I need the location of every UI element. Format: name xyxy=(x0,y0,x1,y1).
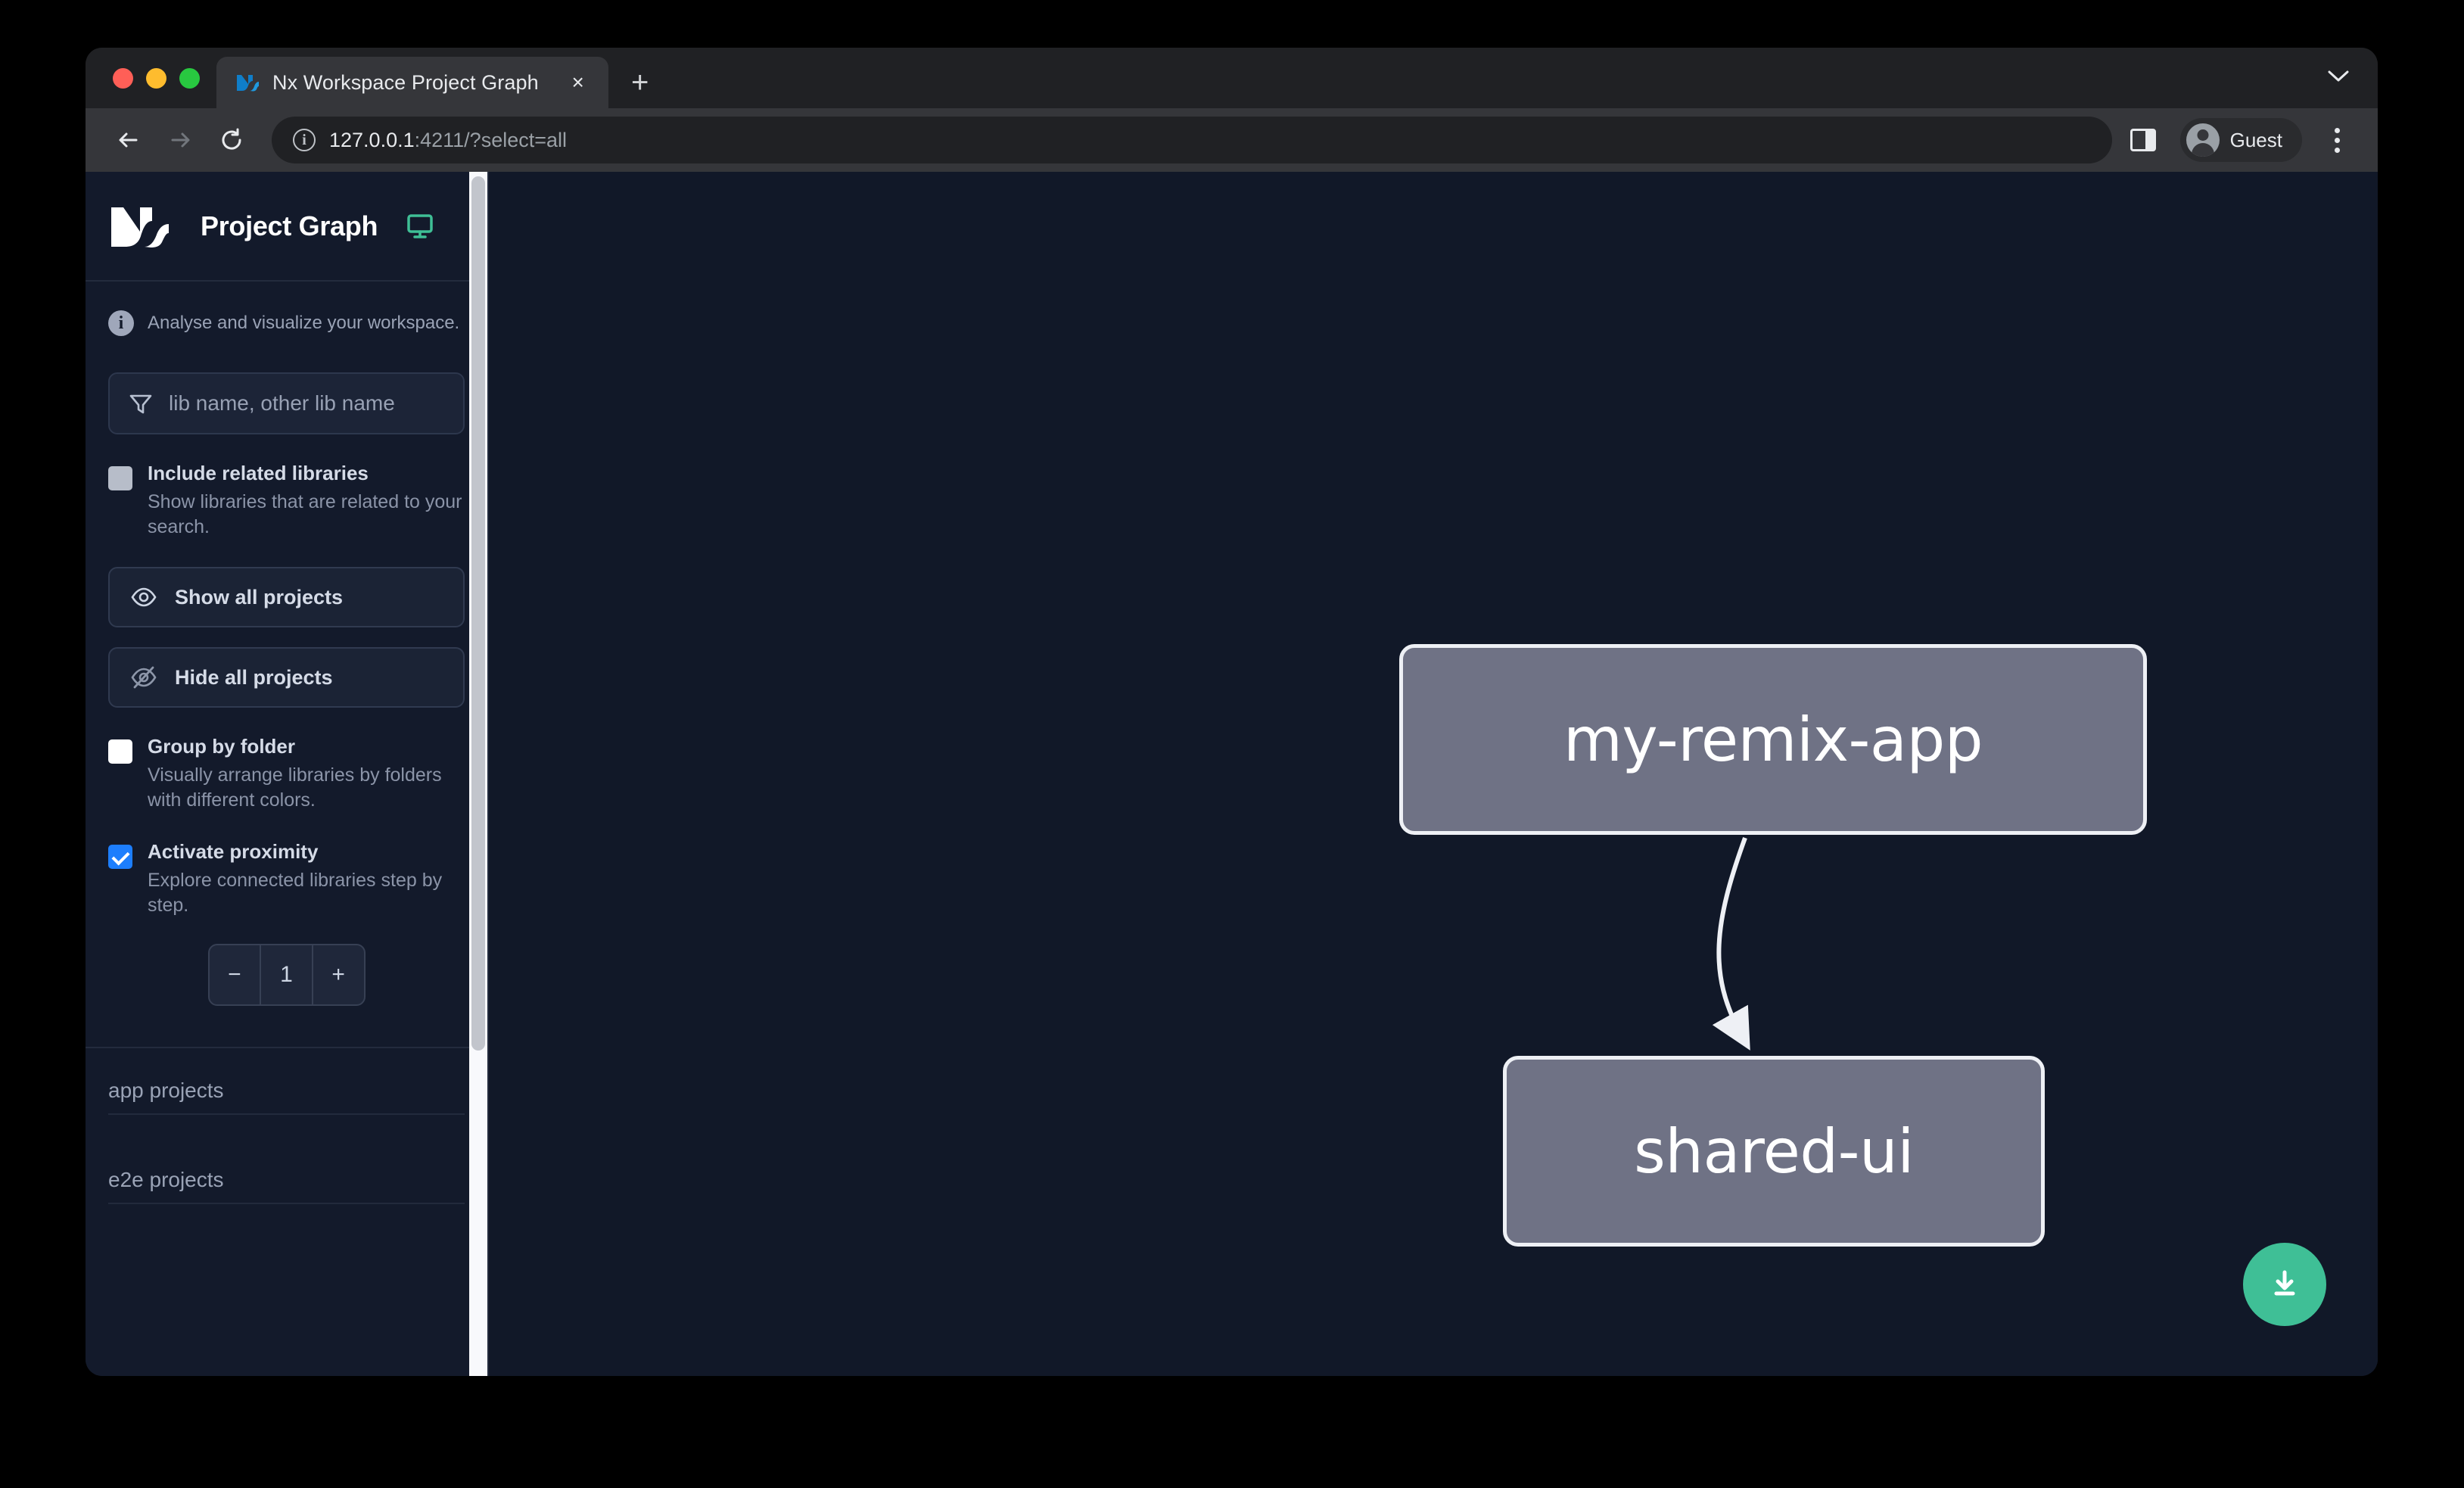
group-by-folder-checkbox[interactable] xyxy=(108,739,132,764)
close-icon[interactable]: × xyxy=(571,70,584,94)
option-label: Include related libraries xyxy=(148,462,369,484)
site-info-icon[interactable]: i xyxy=(293,129,316,151)
eye-icon xyxy=(131,584,157,610)
button-label: Hide all projects xyxy=(175,665,333,689)
project-sections: app projects e2e projects xyxy=(86,1048,487,1204)
reload-icon[interactable] xyxy=(208,117,255,163)
stepper-increment-button[interactable]: + xyxy=(311,945,364,1004)
window-maximize-button[interactable] xyxy=(179,67,200,89)
graph-node-shared-ui[interactable]: shared-ui xyxy=(1503,1056,2045,1247)
profile-button[interactable]: Guest xyxy=(2179,118,2302,162)
option-label: Activate proximity xyxy=(148,840,319,863)
url-path: :4211/?select=all xyxy=(414,128,568,151)
option-include-related-libraries[interactable]: Include related libraries Show libraries… xyxy=(86,462,487,540)
show-all-projects-button[interactable]: Show all projects xyxy=(108,567,465,627)
page-content: Project Graph i Analyse and visualize yo… xyxy=(86,172,2378,1376)
filter-icon xyxy=(129,393,152,414)
proximity-stepper[interactable]: − 1 + xyxy=(207,944,366,1006)
edge-my-remix-app-to-shared-ui xyxy=(1712,836,1750,1051)
sidebar-scrollbar[interactable] xyxy=(469,172,487,1376)
avatar xyxy=(2186,123,2220,157)
window-traffic-lights xyxy=(86,48,216,108)
tab-strip: Nx Workspace Project Graph × + xyxy=(86,48,2378,108)
option-group-by-folder[interactable]: Group by folder Visually arrange librari… xyxy=(86,735,487,813)
option-activate-proximity[interactable]: Activate proximity Explore connected lib… xyxy=(86,840,487,918)
download-icon xyxy=(2266,1265,2303,1305)
option-description: Visually arrange libraries by folders wi… xyxy=(148,764,442,811)
nx-logo-icon xyxy=(108,203,178,250)
graph-node-my-remix-app[interactable]: my-remix-app xyxy=(1399,644,2147,835)
info-icon: i xyxy=(108,310,134,336)
hint-text: Analyse and visualize your workspace. xyxy=(148,313,460,333)
hide-all-projects-button[interactable]: Hide all projects xyxy=(108,647,465,708)
url-text: 127.0.0.1:4211/?select=all xyxy=(329,129,567,152)
scrollbar-thumb[interactable] xyxy=(471,176,485,1051)
url-host: 127.0.0.1 xyxy=(329,128,415,151)
menu-dot xyxy=(2334,137,2340,143)
browser-tab[interactable]: Nx Workspace Project Graph × xyxy=(216,57,608,108)
tab-title: Nx Workspace Project Graph xyxy=(272,70,539,94)
forward-icon xyxy=(157,117,204,163)
stepper-decrement-button[interactable]: − xyxy=(228,962,241,987)
activate-proximity-checkbox[interactable] xyxy=(108,845,132,869)
option-label: Group by folder xyxy=(148,735,295,758)
window-close-button[interactable] xyxy=(113,67,133,89)
sidebar-scroll-area: i Analyse and visualize your workspace. xyxy=(86,282,487,1376)
browser-menu-icon[interactable] xyxy=(2319,117,2355,163)
button-label: Show all projects xyxy=(175,585,344,609)
section-header-e2e-projects[interactable]: e2e projects xyxy=(108,1138,465,1204)
sidebar-divider xyxy=(86,1047,487,1048)
side-panel-icon[interactable] xyxy=(2130,129,2156,151)
download-button[interactable] xyxy=(2243,1243,2326,1326)
address-bar[interactable]: i 127.0.0.1:4211/?select=all xyxy=(272,117,2112,163)
monitor-icon[interactable] xyxy=(406,213,434,240)
page-title: Project Graph xyxy=(201,210,378,241)
chevron-down-icon[interactable] xyxy=(2328,68,2349,88)
browser-window: Nx Workspace Project Graph × + xyxy=(86,48,2378,1376)
stepper-value: 1 xyxy=(260,945,312,1004)
search-input-wrapper[interactable] xyxy=(108,372,465,434)
option-description: Explore connected libraries step by step… xyxy=(148,870,443,916)
project-graph-canvas[interactable]: my-remix-app shared-ui xyxy=(489,172,2378,1376)
include-related-libraries-checkbox[interactable] xyxy=(108,466,132,490)
profile-name: Guest xyxy=(2229,128,2282,151)
new-tab-button[interactable]: + xyxy=(631,66,649,99)
back-icon[interactable] xyxy=(105,117,152,163)
option-description: Show libraries that are related to your … xyxy=(148,491,462,537)
sidebar-header: Project Graph xyxy=(86,172,487,282)
window-minimize-button[interactable] xyxy=(146,67,166,89)
sidebar: Project Graph i Analyse and visualize yo… xyxy=(86,172,489,1376)
search-input[interactable] xyxy=(169,391,443,416)
browser-toolbar: i 127.0.0.1:4211/?select=all Guest xyxy=(86,108,2378,172)
eye-slash-icon xyxy=(131,665,157,690)
menu-dot xyxy=(2334,127,2340,133)
section-header-app-projects[interactable]: app projects xyxy=(108,1048,465,1115)
menu-dot xyxy=(2334,147,2340,153)
workspace-hint: i Analyse and visualize your workspace. xyxy=(86,282,487,336)
nx-favicon-icon xyxy=(235,70,260,95)
